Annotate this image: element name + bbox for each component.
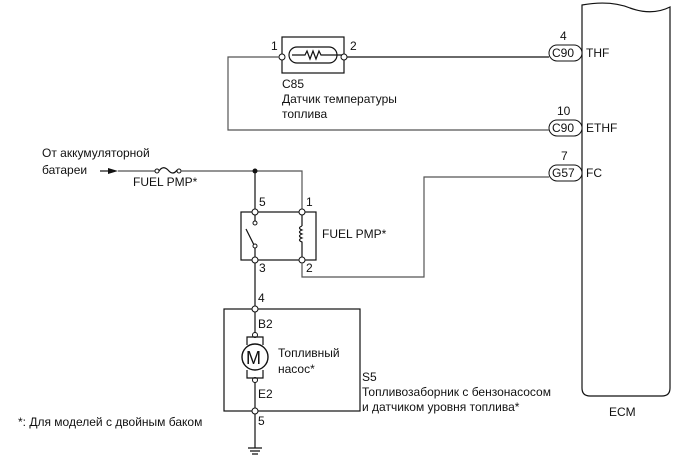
wire-fc [301, 176, 549, 278]
battery-label-line2: батареи [42, 163, 87, 177]
thermistor-icon [292, 49, 342, 61]
ecm-signal-fc: FC [586, 166, 602, 180]
ecm-connector-ethf [548, 119, 583, 137]
ecm-pin-number-ethf: 10 [557, 104, 571, 118]
motor-brush-frame [246, 336, 264, 379]
battery-label-line1: От аккумуляторной [42, 146, 150, 160]
motor-terminal-b2: B2 [258, 317, 273, 331]
fuse-pin-left [154, 168, 160, 174]
splice-point [252, 168, 258, 174]
relay-pin-2 [298, 256, 306, 264]
relay-box [240, 211, 317, 261]
relay-pin-5-label: 5 [259, 195, 266, 209]
pump-assembly-code: S5 [362, 370, 377, 384]
motor-terminal-e2: E2 [258, 387, 273, 401]
ecm-connector-fc [548, 164, 583, 182]
ecm-signal-thf: THF [586, 46, 609, 60]
pump-assembly-box [223, 308, 361, 412]
pump-assembly-pin-4 [251, 305, 259, 313]
relay-pin-1 [298, 208, 306, 216]
relay-pin-3 [251, 256, 259, 264]
ecm-connector-label-ethf: C90 [552, 121, 574, 135]
sensor-pin-1-label: 1 [271, 39, 278, 53]
pump-assembly-name-line1: Топливозаборник с бензонасосом [362, 385, 551, 399]
relay-label: FUEL PMP* [322, 227, 387, 241]
ecm-block [581, 2, 671, 397]
ecm-connector-label-fc: G57 [552, 166, 575, 180]
sensor-pin-2 [340, 53, 348, 61]
relay-pin-3-label: 3 [259, 261, 266, 275]
sensor-name-line2: топлива [282, 107, 327, 121]
ecm-connector-label-thf: C90 [552, 46, 574, 60]
fuse-pin-right [176, 168, 182, 174]
motor-name-line2: насос* [278, 362, 315, 376]
relay-pin-2-label: 2 [306, 261, 313, 275]
relay-pin-5 [251, 208, 259, 216]
ecm-connector-thf [548, 44, 583, 62]
pump-assembly-pin-5-label: 5 [258, 414, 265, 428]
ecm-pin-number-fc: 7 [561, 149, 568, 163]
sensor-name-line1: Датчик температуры [282, 92, 397, 106]
sensor-pin-1 [278, 53, 286, 61]
ground-icon [248, 447, 262, 455]
motor-name-line1: Топливный [278, 346, 340, 360]
ecm-signal-ethf: ETHF [586, 121, 617, 135]
motor-symbol: M [246, 348, 261, 368]
wire-ethf [227, 56, 549, 131]
ecm-label: ECM [609, 405, 636, 419]
wire-fuse-to-relay [181, 170, 303, 210]
relay-switch-contact-top [252, 220, 258, 226]
relay-switch-contact-bottom [252, 243, 258, 249]
pump-assembly-name-line2: и датчиком уровня топлива* [362, 400, 520, 414]
fuse-label: FUEL PMP* [133, 175, 198, 189]
footnote: *: Для моделей с двойным баком [18, 415, 202, 429]
fuse-icon [158, 167, 178, 174]
motor-icon [241, 343, 269, 371]
relay-coil-winding [298, 225, 304, 246]
battery-arrow-icon [108, 168, 118, 174]
ecm-pin-number-thf: 4 [560, 29, 567, 43]
sensor-code: C85 [282, 77, 304, 91]
sensor-pin-2-label: 2 [350, 39, 357, 53]
relay-pin-1-label: 1 [306, 195, 313, 209]
pump-assembly-pin-4-label: 4 [258, 291, 265, 305]
